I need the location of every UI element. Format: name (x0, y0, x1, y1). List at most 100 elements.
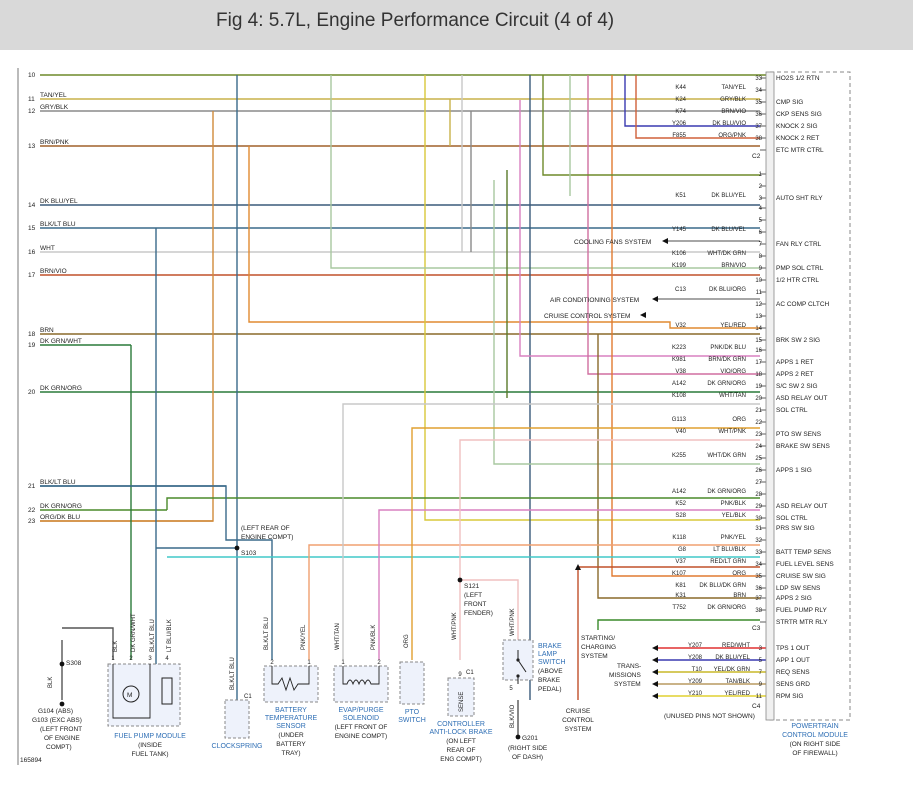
pcm-wire-color: PNK/BLK (721, 501, 746, 507)
fuel-pump-pin2: 2 (129, 656, 133, 662)
pcm-pin-number: 27 (755, 480, 762, 486)
left-wire-label: DK GRN/WHT (40, 338, 82, 345)
abs-note2: REAR OF (447, 747, 476, 754)
left-wire-label: BLK/LT BLU (40, 221, 76, 228)
ground-g104-line3: (LEFT FRONT (40, 726, 82, 733)
abs-name2: ANTI-LOCK BRAKE (429, 729, 492, 736)
pcm-pin-number: 21 (755, 408, 762, 414)
pcm-pin-number: 32 (755, 538, 762, 544)
battery-temp-note2: BATTERY (276, 741, 306, 748)
splices: S103 (LEFT REAR OF ENGINE COMPT) S121 (L… (59, 525, 493, 667)
trans-pin-function: TPS 1 OUT (776, 645, 810, 652)
trans-pin-number: 9 (759, 682, 763, 688)
air-conditioning-arrow (652, 296, 658, 302)
ground-wire-blk: BLK (48, 677, 54, 688)
pcm-circuit-id: K51 (675, 193, 686, 199)
left-wire-pin: 16 (28, 249, 36, 256)
motor-symbol: M (127, 692, 132, 699)
ground-g104-line2: G103 (EXC ABS) (32, 717, 82, 724)
pcm-wire-color: DK BLU/VIO (712, 121, 746, 127)
battery-temp-note3: TRAY) (281, 750, 300, 757)
ground-g104-line5: COMPT) (46, 744, 72, 751)
left-wire-label: DK BLU/YEL (40, 198, 78, 205)
evap-pin2: 2 (377, 660, 381, 666)
splice-s103-note2: ENGINE COMPT) (241, 534, 293, 541)
wire-wht-pnk (459, 439, 760, 660)
connector-c3: C3 (752, 625, 761, 632)
pcm-pin-function: 1/2 HTR CTRL (776, 277, 819, 284)
brake-name3: SWITCH (538, 659, 566, 666)
pcm-pin-function: PTO SW SENS (776, 431, 822, 438)
pto-name2: SWITCH (398, 717, 426, 724)
cruise-bottom-line3: SYSTEM (565, 726, 592, 733)
pcm-circuit-id: F855 (672, 133, 686, 139)
left-wire-pin: 17 (28, 272, 36, 279)
pcm-wire-color: BRN/VIO (721, 263, 746, 269)
left-wire-label: BRN (40, 327, 54, 334)
evap-name1: EVAP/PURGE (339, 707, 384, 714)
pcm-pin-function: APPS 1 SIG (776, 467, 812, 474)
evap-pin1: 1 (341, 660, 345, 666)
cruise-bottom-line2: CONTROL (562, 717, 594, 724)
pcm-circuit-id: K118 (672, 535, 686, 541)
pcm-circuit-id: K255 (672, 453, 687, 459)
left-wire-pin: 20 (28, 389, 36, 396)
pcm-circuit-id: A142 (672, 489, 687, 495)
fuel-pump-wire2: DK GRN/WHT (131, 613, 137, 652)
pcm-pin-number: 38 (755, 136, 762, 142)
pcm-pin-function: STRTR MTR RLY (776, 619, 828, 626)
pcm-wire-color: BRN/DK GRN (708, 357, 746, 363)
trans-pin-number: 5 (759, 658, 763, 664)
pcm-wire-color: LT BLU/BLK (713, 547, 746, 553)
trans-arrow-icon (652, 657, 658, 663)
wire-pnk-yel (308, 544, 760, 660)
pcm-pin-function: APPS 2 RET (776, 371, 814, 378)
left-wire-pin: 11 (28, 96, 35, 103)
battery-temp-note1: (UNDER (278, 732, 304, 739)
pcm-pin-number: 31 (755, 526, 762, 532)
abs-c1: C1 (466, 670, 474, 676)
left-wire-pin: 23 (28, 518, 36, 525)
pcm-pin-number: 37 (755, 596, 762, 602)
pcm-wire-color: WHT/PNK (718, 429, 746, 435)
abs-wire: WHT/PNK (452, 612, 458, 640)
pcm-pin-number: 8 (759, 254, 763, 260)
pcm-pin-function: AUTO SHT RLY (776, 195, 823, 202)
pcm-wire-color: BRN/VIO (721, 109, 746, 115)
fuel-pump-wire3: BLK/LT BLU (150, 619, 156, 652)
evap-purge-solenoid: WHT/TAN PNK/BLK 1 2 EVAP/PURGE SOLENOID … (333, 623, 389, 740)
brake-note3: PEDAL) (538, 686, 561, 693)
pcm-pin-number: 19 (755, 384, 762, 390)
pcm-pin-number: 16 (755, 348, 762, 354)
evap-box (333, 665, 389, 703)
pcm-pin-number: 18 (755, 372, 762, 378)
pcm-wire-color: DK GRN/ORG (707, 381, 746, 387)
fuel-pump-module: 1 2 3 4 BLK DK GRN/WHT BLK/LT BLU LT BLU… (107, 613, 186, 758)
ground-g201-note1: (RIGHT SIDE (508, 745, 548, 752)
splice-s103-dot (234, 545, 240, 551)
pcm-pin-number: 29 (755, 504, 762, 510)
left-wire-pin: 14 (28, 202, 36, 209)
clockspring-name: CLOCKSPRING (212, 743, 263, 750)
pcm-wire-color: GRY/BLK (720, 97, 746, 103)
fuel-pump-motor-icon (122, 685, 140, 703)
brake-lamp-switch: WHT/PNK 6 5 BLK/VIO BRAKE LAMP SWITCH (A… (502, 608, 566, 728)
wire-dk-blu-vio (624, 75, 760, 127)
pcm-pin-number: 26 (755, 468, 762, 474)
abs-name1: CONTROLLER (437, 721, 485, 728)
trans-pin-function: RPM SIG (776, 693, 803, 700)
splice-s121-note3: FENDER) (464, 610, 493, 617)
pcm-pin-function: APPS 1 RET (776, 359, 814, 366)
pcm-circuit-id: K223 (672, 345, 687, 351)
trans-pin-function: REQ SENS (776, 669, 810, 676)
trans-circuit-id: Y209 (688, 679, 703, 685)
pcm-wire-color: YEL/BLK (722, 513, 746, 519)
pcm-pin-function: CKP SENS SIG (776, 111, 822, 118)
abs-box (447, 677, 475, 717)
pcm-connector-strip (765, 71, 775, 721)
battery-temp-pin1: 1 (307, 660, 311, 666)
pcm-wire-color: RED/LT GRN (710, 559, 746, 565)
ground-g104-line4: OF ENGINE (44, 735, 80, 742)
pcm-circuit-id: K44 (675, 85, 686, 91)
